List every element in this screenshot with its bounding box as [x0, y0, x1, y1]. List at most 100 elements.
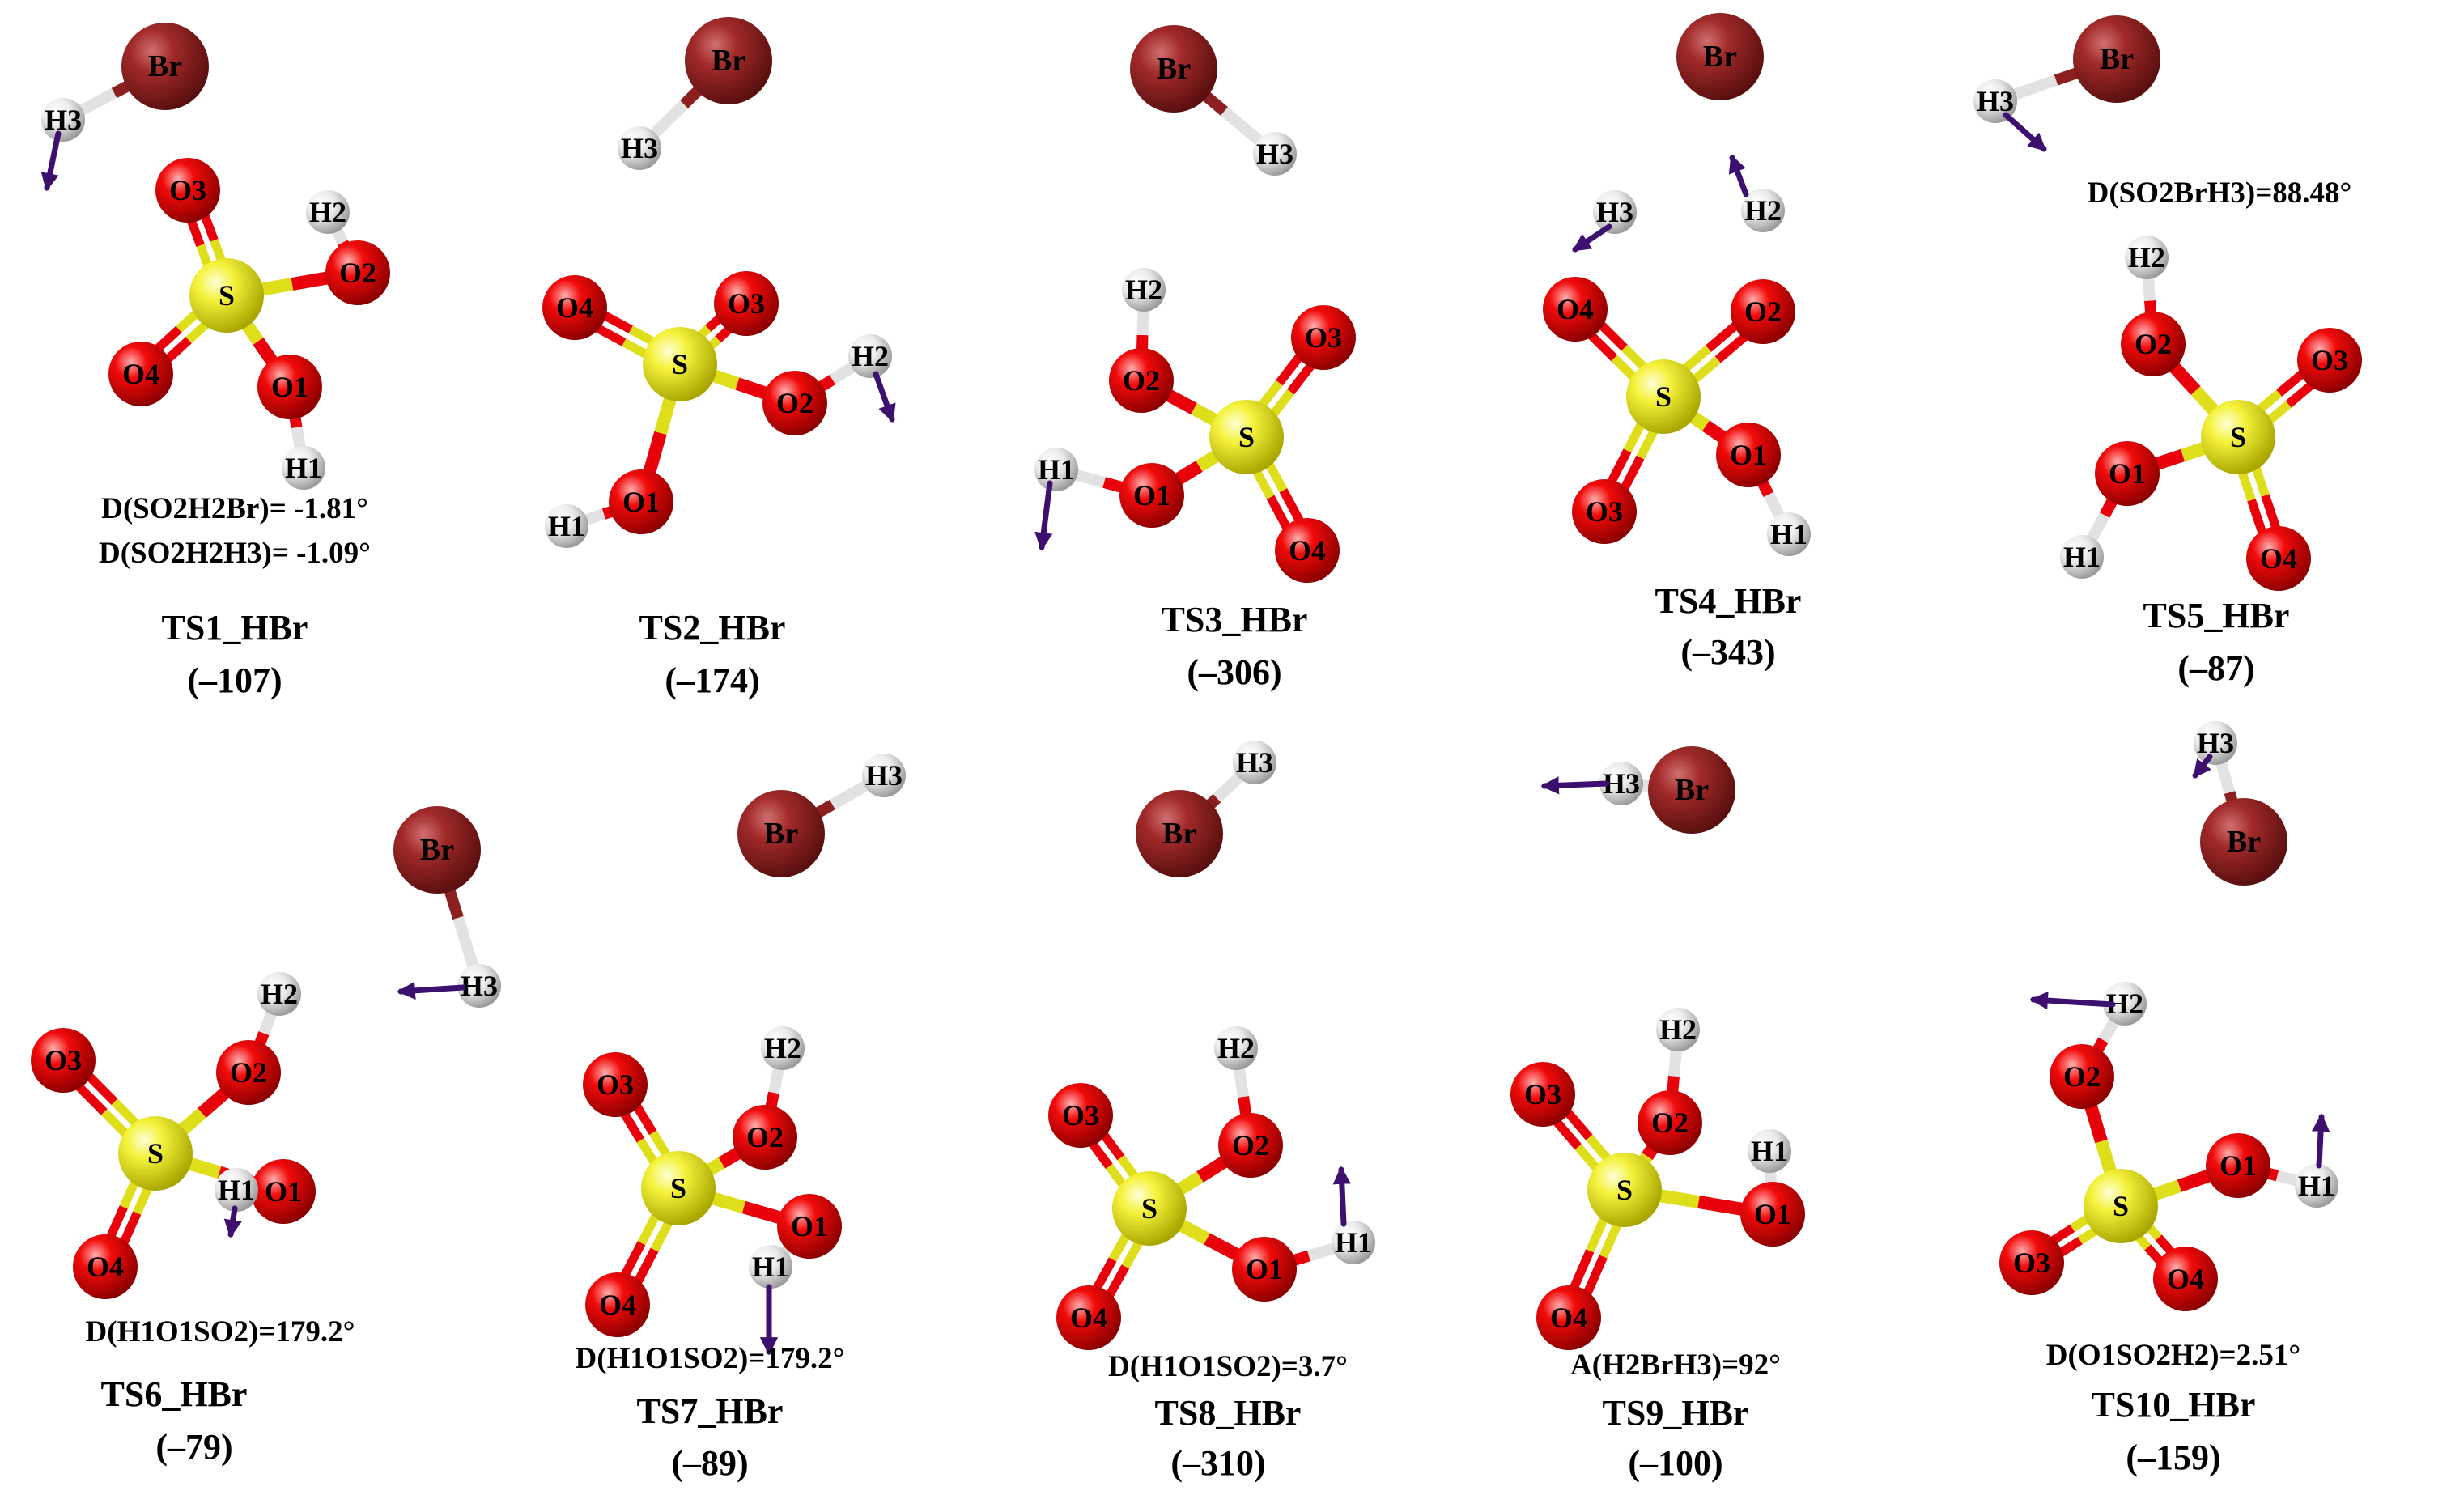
atom-label: H3: [1977, 85, 2014, 117]
atom-label: S: [1616, 1174, 1633, 1206]
atom-label: Br: [764, 817, 798, 851]
atom-label: O1: [2219, 1149, 2257, 1182]
atom-s: [641, 1151, 716, 1225]
atom-o: [1218, 1113, 1283, 1178]
vibration-arrow-icon: [1332, 1166, 1351, 1227]
atom-label: O4: [556, 291, 593, 324]
atom-s: [2201, 400, 2275, 474]
atom-h: [1214, 1026, 1258, 1070]
atom-label: O4: [1550, 1302, 1587, 1334]
panel-ts9: SO3O2O1O4H2H1BrH3A(H2BrH3)=92°TS9_HBr(–1…: [1510, 746, 1805, 1483]
atom-h: [2125, 236, 2169, 279]
vibration-arrow-icon: [2029, 991, 2116, 1010]
atom-label: O3: [1305, 321, 1342, 354]
atom-br: [121, 23, 209, 110]
atom-h: [457, 964, 501, 1008]
atom-s: [1112, 1171, 1187, 1246]
atom-label: O1: [1246, 1253, 1283, 1285]
atom-label: Br: [420, 833, 454, 867]
atom-label: S: [2230, 421, 2246, 453]
atom-label: O3: [2013, 1247, 2050, 1279]
atoms: [1034, 25, 1356, 583]
atom-o: [1291, 305, 1356, 370]
atom-h: [1593, 190, 1637, 234]
bonds: [1533, 778, 1778, 1323]
atom-br: [1136, 790, 1223, 877]
atom-label: O2: [776, 387, 813, 419]
ts-title: TS3_HBr: [1162, 600, 1308, 639]
atom-o: [542, 275, 607, 340]
atom-br: [2200, 798, 2287, 886]
atom-label: H1: [1038, 453, 1075, 486]
atom-label: Br: [2100, 42, 2134, 76]
imaginary-frequency: (–100): [1628, 1443, 1722, 1483]
atom-label: H3: [865, 759, 903, 792]
atom-o: [1740, 1182, 1805, 1247]
atom-label: H2: [2128, 241, 2165, 274]
atom-label: H2: [261, 978, 298, 1010]
atom-label: O1: [271, 371, 308, 403]
atom-h: [862, 754, 906, 797]
vibration-arrow-icon: [397, 981, 466, 1000]
atom-o: [777, 1194, 842, 1259]
atom-h: [618, 126, 661, 170]
atom-label: O2: [1651, 1106, 1689, 1139]
atom-label: O3: [45, 1044, 82, 1077]
atom-o: [733, 1105, 797, 1170]
imaginary-frequency: (–310): [1170, 1443, 1265, 1483]
atom-label: O2: [2135, 328, 2172, 360]
atom-label: O1: [2109, 457, 2146, 490]
atom-label: H3: [45, 104, 82, 136]
atom-label: O2: [1744, 295, 1782, 328]
atom-o: [2206, 1133, 2270, 1198]
atom-o: [1119, 463, 1184, 528]
atom-o: [2095, 441, 2160, 506]
atom-label: O1: [1754, 1198, 1791, 1230]
atom-br: [685, 17, 772, 104]
atoms: [1510, 746, 1805, 1350]
imaginary-mode-vectors: [873, 371, 896, 423]
atom-label: H2: [1217, 1032, 1255, 1064]
atom-h: [1599, 762, 1643, 805]
vibration-arrow-icon: [1034, 480, 1053, 551]
atom-label: Br: [1162, 817, 1196, 851]
imaginary-frequency: (–306): [1187, 652, 1281, 692]
imaginary-mode-vectors: [40, 130, 62, 192]
atom-o: [155, 158, 220, 223]
atom-h: [1741, 189, 1785, 232]
atom-o: [257, 355, 322, 419]
atoms: [1999, 721, 2338, 1311]
atom-label: H3: [1596, 196, 1633, 228]
ts-title: TS6_HBr: [101, 1374, 248, 1414]
atom-label: O3: [2311, 344, 2348, 376]
vibration-arrow-icon: [40, 130, 62, 192]
atom-label: Br: [2227, 825, 2261, 859]
geometry-note: D(SO2H2H3)= -1.09°: [99, 537, 371, 570]
atom-s: [1626, 359, 1701, 434]
atom-label: H2: [1659, 1013, 1697, 1046]
atom-label: O4: [2167, 1263, 2204, 1295]
atom-label: S: [1238, 421, 1255, 453]
atom-h: [1656, 1008, 1700, 1051]
geometry-note: D(H1O1SO2)=179.2°: [576, 1342, 845, 1375]
ts-title: TS10_HBr: [2092, 1385, 2256, 1425]
atom-br: [1676, 13, 1764, 100]
vibration-arrow-icon: [2192, 754, 2213, 779]
imaginary-frequency: (–174): [665, 660, 759, 700]
vibration-arrow-icon: [223, 1205, 242, 1238]
imaginary-mode-vectors: [2029, 754, 2330, 1169]
atoms: [1973, 15, 2362, 591]
atom-o: [1275, 518, 1340, 583]
imaginary-frequency: (–79): [155, 1427, 232, 1467]
atom-h: [749, 1245, 792, 1289]
atom-label: O4: [1557, 293, 1594, 325]
